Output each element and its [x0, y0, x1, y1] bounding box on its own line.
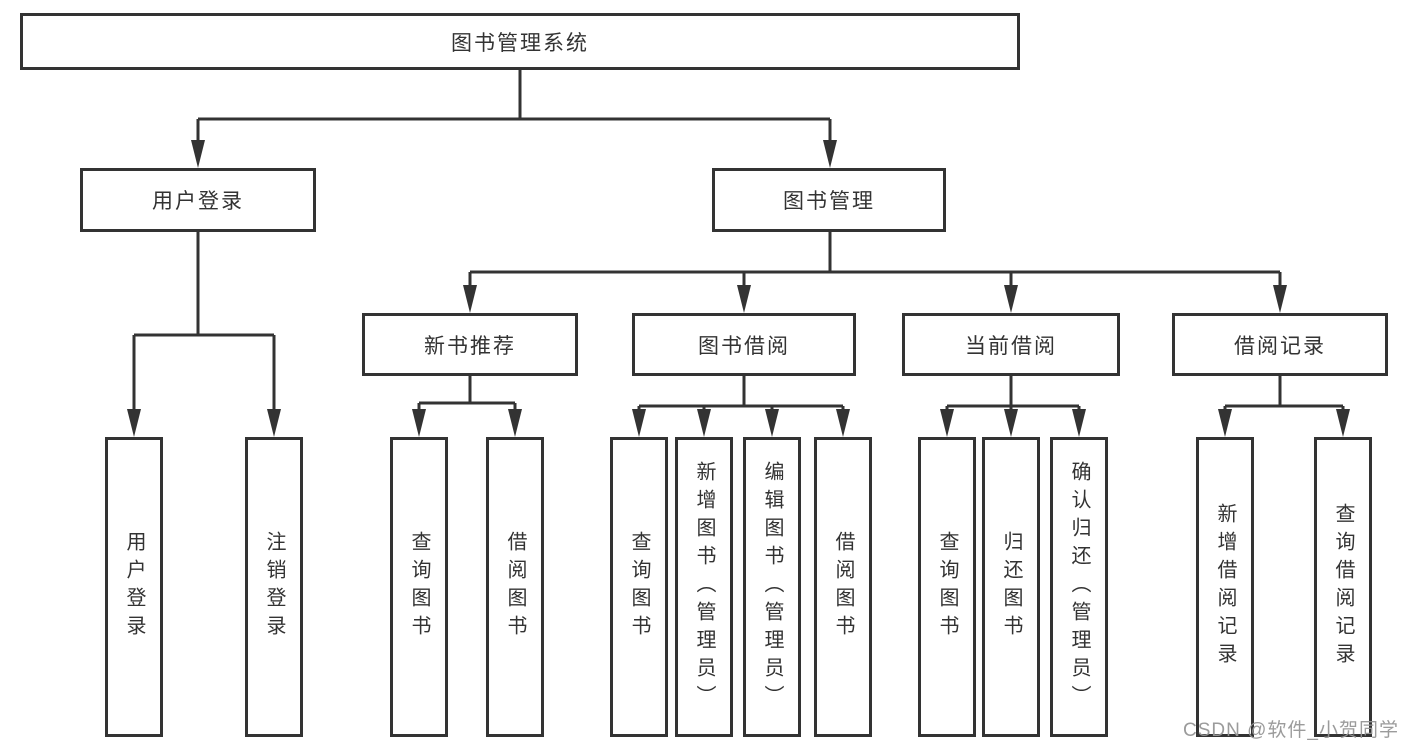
node-book-borrow: 图书借阅: [632, 313, 856, 376]
leaf-confirm-return-admin: 确认归还（管理员）: [1050, 437, 1108, 737]
connector-borrow-records-children: [1218, 376, 1350, 437]
node-book-borrow-label: 图书借阅: [698, 334, 790, 358]
node-borrow-records-label: 借阅记录: [1234, 334, 1326, 358]
connector-current-borrow-children: [940, 376, 1086, 437]
leaf-return-book: 归还图书: [982, 437, 1040, 737]
leaf-current-query: 查询图书: [918, 437, 976, 737]
connector-user-login-children: [127, 232, 281, 437]
leaf-add-borrow-record: 新增借阅记录: [1196, 437, 1254, 737]
leaf-borrow-book: 借阅图书: [814, 437, 872, 737]
leaf-add-borrow-record-label: 新增借阅记录: [1214, 503, 1236, 671]
connector-book-borrow-children: [632, 376, 850, 437]
leaf-confirm-return-admin-label: 确认归还（管理员）: [1068, 461, 1090, 713]
connector-book-mgmt-to-level3: [463, 232, 1287, 313]
node-new-book-recommend: 新书推荐: [362, 313, 578, 376]
node-book-management-label: 图书管理: [783, 190, 875, 213]
leaf-borrow-add-book-admin-label: 新增图书（管理员）: [693, 461, 715, 713]
leaf-borrow-add-book-admin: 新增图书（管理员）: [675, 437, 733, 737]
leaf-logout-label: 注销登录: [263, 531, 285, 643]
node-root-system-label: 图书管理系统: [451, 31, 589, 55]
leaf-borrow-query: 查询图书: [610, 437, 668, 737]
csdn-watermark: CSDN @软件_小贺同学: [1183, 720, 1399, 741]
node-borrow-records: 借阅记录: [1172, 313, 1388, 376]
leaf-borrow-edit-book-admin: 编辑图书（管理员）: [743, 437, 801, 737]
leaf-newbook-query-label: 查询图书: [408, 531, 430, 643]
leaf-return-book-label: 归还图书: [1000, 531, 1022, 643]
leaf-query-borrow-record-label: 查询借阅记录: [1332, 503, 1354, 671]
leaf-logout: 注销登录: [245, 437, 303, 737]
node-new-book-recommend-label: 新书推荐: [424, 334, 516, 358]
leaf-current-query-label: 查询图书: [936, 531, 958, 643]
connector-new-book-children: [412, 376, 522, 437]
node-book-management: 图书管理: [712, 168, 946, 232]
node-user-login-label: 用户登录: [152, 190, 244, 213]
connector-root-to-level2: [191, 70, 837, 168]
leaf-newbook-query: 查询图书: [390, 437, 448, 737]
node-current-borrow-label: 当前借阅: [965, 334, 1057, 358]
node-current-borrow: 当前借阅: [902, 313, 1120, 376]
leaf-borrow-query-label: 查询图书: [628, 531, 650, 643]
leaf-user-login: 用户登录: [105, 437, 163, 737]
node-user-login: 用户登录: [80, 168, 316, 232]
leaf-newbook-borrow: 借阅图书: [486, 437, 544, 737]
leaf-borrow-book-label: 借阅图书: [832, 531, 854, 643]
leaf-query-borrow-record: 查询借阅记录: [1314, 437, 1372, 737]
node-root-system: 图书管理系统: [20, 13, 1020, 70]
leaf-borrow-edit-book-admin-label: 编辑图书（管理员）: [761, 461, 783, 713]
leaf-user-login-label: 用户登录: [123, 531, 145, 643]
leaf-newbook-borrow-label: 借阅图书: [504, 531, 526, 643]
